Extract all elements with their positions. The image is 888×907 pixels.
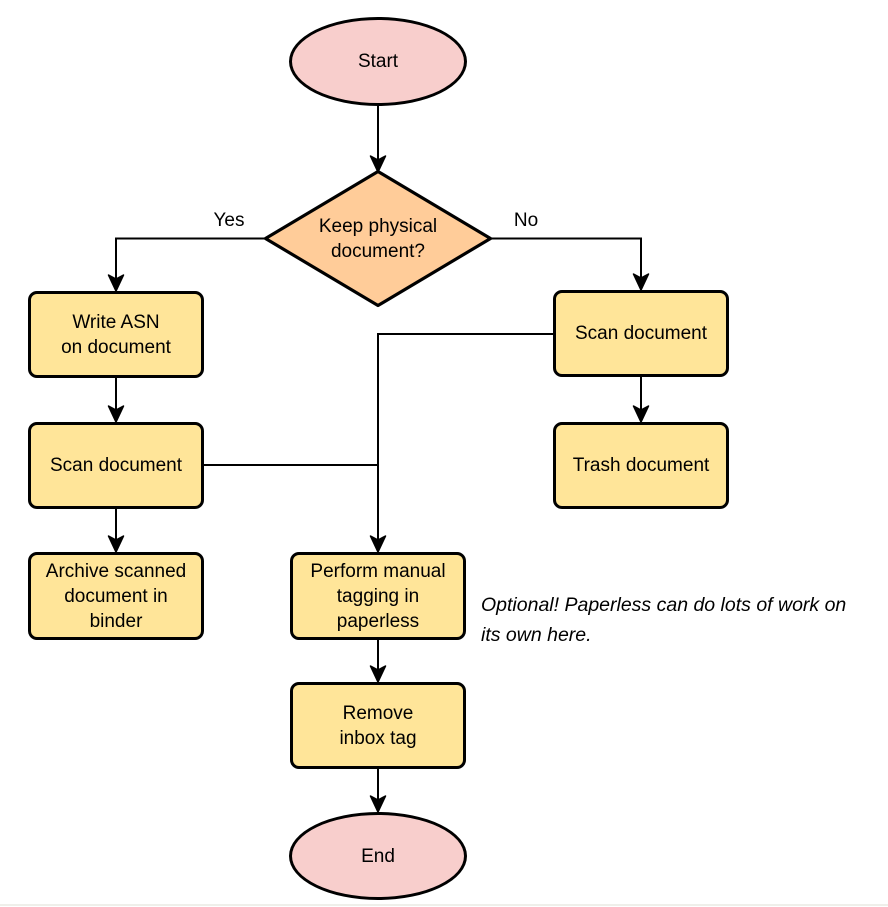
node-manual-tagging-label: Perform manual tagging in paperless: [310, 560, 446, 632]
node-trash-document-label: Trash document: [572, 455, 710, 476]
node-remove-inbox-tag: Remove inbox tag: [290, 682, 466, 769]
node-write-asn-label: Write ASN on document: [61, 311, 171, 358]
node-decision: Keep physical document?: [278, 205, 478, 272]
no-edge-label: No: [513, 210, 539, 231]
node-scan-document-left: Scan document: [28, 422, 204, 509]
node-scan-document-right-label: Scan document: [574, 323, 708, 344]
edge-decision-yes-to-write-asn: [115, 237, 265, 279]
arrowhead-into-write-asn: [107, 274, 125, 292]
arrowhead-into-end: [369, 795, 387, 813]
node-trash-document: Trash document: [553, 422, 729, 509]
annotation-note: Optional! Paperless can do lots of work …: [481, 594, 847, 646]
arrowhead-into-scan-right: [632, 273, 650, 291]
edge-scan-right-to-tagging: [377, 333, 553, 540]
arrowhead-into-decision: [369, 155, 387, 173]
node-scan-document-right: Scan document: [553, 290, 729, 377]
arrowhead-into-remove-inbox: [369, 665, 387, 683]
node-manual-tagging: Perform manual tagging in paperless: [290, 552, 466, 640]
edge-decision-no-to-scan-right: [490, 237, 642, 278]
node-scan-document-left-label: Scan document: [49, 455, 183, 476]
node-end: End: [289, 812, 467, 900]
node-remove-inbox-tag-label: Remove inbox tag: [339, 702, 417, 749]
node-decision-label: Keep physical document?: [318, 215, 438, 262]
node-start: Start: [289, 17, 467, 106]
arrowhead-into-scan-left: [107, 405, 125, 423]
node-archive-document: Archive scanned document in binder: [28, 552, 204, 640]
page-bottom-divider: [0, 904, 888, 906]
node-archive-document-label: Archive scanned document in binder: [45, 560, 187, 632]
yes-edge-label: Yes: [213, 210, 245, 231]
arrowhead-into-tagging: [369, 535, 387, 553]
arrowhead-into-trash: [632, 405, 650, 423]
node-end-label: End: [361, 845, 395, 867]
decision-node-shape: [263, 169, 493, 308]
arrowhead-into-archive: [107, 535, 125, 553]
node-start-label: Start: [357, 51, 399, 72]
node-write-asn: Write ASN on document: [28, 291, 204, 378]
